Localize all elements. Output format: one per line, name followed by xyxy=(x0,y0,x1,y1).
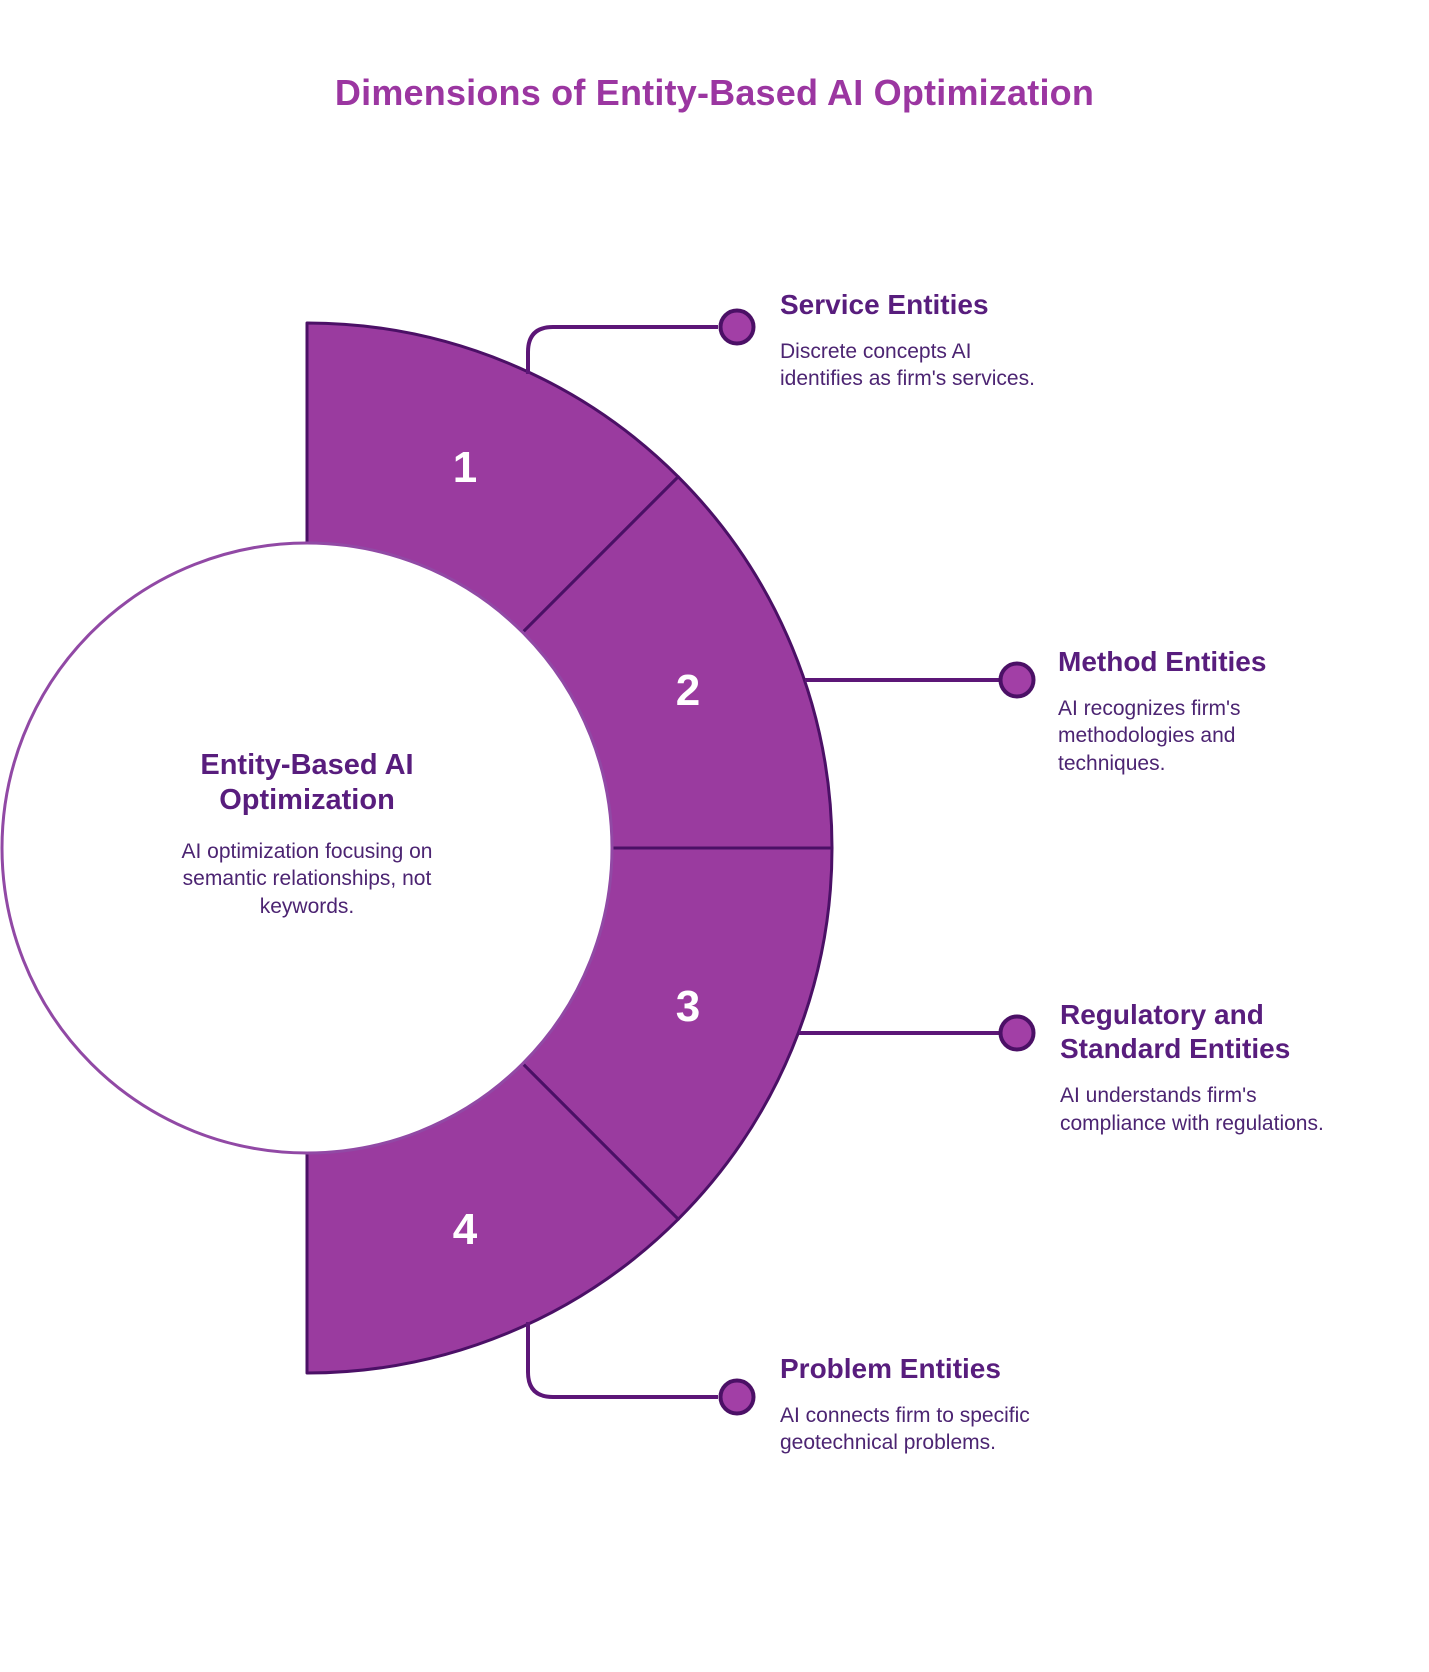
callout-description-regulatory-standard-entities: AI understands firm's compliance with re… xyxy=(1060,1084,1324,1135)
marker-dot-3 xyxy=(998,1014,1036,1052)
callout-heading-problem-entities: Problem Entities xyxy=(780,1353,1001,1384)
connector-line-4 xyxy=(526,1322,718,1399)
segment-number-2: 2 xyxy=(676,666,700,715)
center-description: AI optimization focusing on semantic rel… xyxy=(181,839,433,919)
marker-dot-2 xyxy=(998,661,1036,699)
marker-dot-4 xyxy=(718,1378,756,1416)
callout-heading-regulatory-standard-entities: Regulatory and Standard Entities xyxy=(1060,999,1291,1065)
callout-heading-method-entities: Method Entities xyxy=(1058,646,1267,677)
callout-description-problem-entities: AI connects firm to specific geotechnica… xyxy=(780,1404,1030,1455)
center-circle xyxy=(0,541,614,1155)
callout-heading-service-entities: Service Entities xyxy=(780,289,989,320)
callout-method-entities: Method Entities AI recognizes firm's met… xyxy=(1058,645,1318,777)
segment-number-1: 1 xyxy=(453,443,477,492)
callout-description-service-entities: Discrete concepts AI identifies as firm'… xyxy=(780,340,1035,391)
callout-service-entities: Service Entities Discrete concepts AI id… xyxy=(780,288,1090,393)
segment-number-4: 4 xyxy=(453,1205,478,1254)
callout-regulatory-standard-entities: Regulatory and Standard Entities AI unde… xyxy=(1060,998,1360,1137)
callout-description-method-entities: AI recognizes firm's methodologies and t… xyxy=(1058,697,1241,775)
segment-number-3: 3 xyxy=(676,982,700,1031)
marker-dot-1 xyxy=(718,308,756,346)
center-heading: Entity-Based AI Optimization xyxy=(200,749,414,816)
page-title: Dimensions of Entity-Based AI Optimizati… xyxy=(334,72,1095,113)
callout-problem-entities: Problem Entities AI connects firm to spe… xyxy=(780,1352,1090,1457)
connector-line-1 xyxy=(526,325,718,374)
center-text-block: Entity-Based AI Optimization AI optimiza… xyxy=(77,748,537,921)
